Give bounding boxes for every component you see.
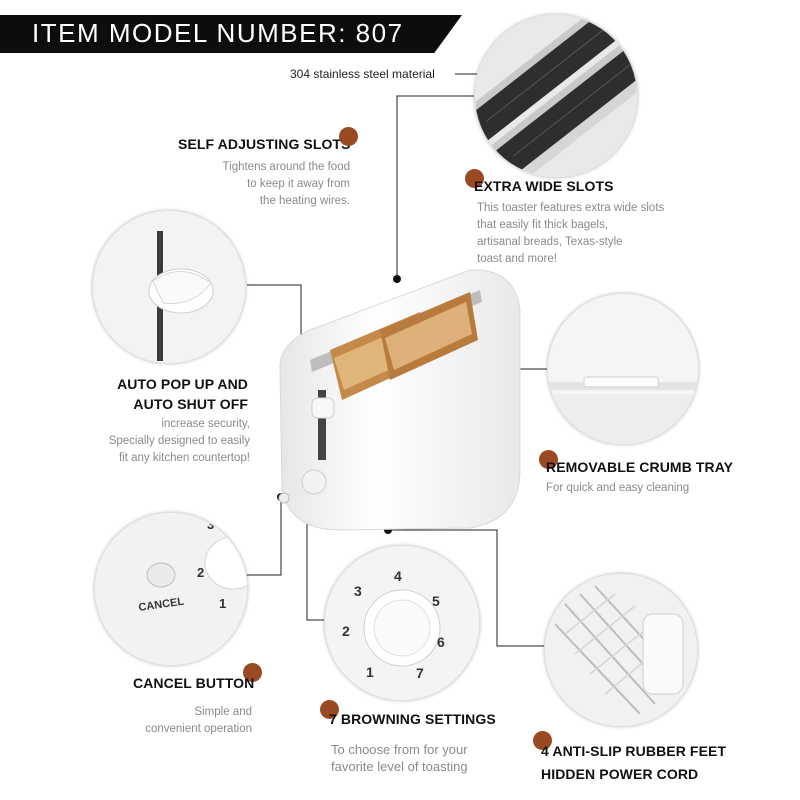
extra-wide-desc: This toaster features extra wide slots t… [477, 202, 665, 265]
feet-closeup-image [544, 573, 698, 727]
dial-number-6: 6 [437, 634, 445, 650]
browning-desc: To choose from for your favorite level o… [331, 742, 468, 774]
self-adjusting-desc: Tightens around the food to keep it away… [222, 161, 350, 207]
extra-wide-dot [465, 169, 484, 188]
dial-number-7: 7 [416, 665, 424, 681]
dial-number-5: 5 [432, 593, 440, 609]
dial-number-4: 4 [394, 568, 402, 584]
crumb-tray-closeup-image [547, 293, 699, 445]
auto-pop-desc: increase security, Specially designed to… [108, 418, 250, 464]
header-banner [0, 15, 462, 53]
browning-title: 7 BROWNING SETTINGS [329, 711, 496, 727]
feet-title: 4 ANTI-SLIP RUBBER FEET HIDDEN POWER COR… [541, 743, 727, 782]
model-number-title: ITEM MODEL NUMBER: 807 [32, 18, 404, 48]
browning-dot [320, 700, 339, 719]
dial-number-1: 1 [366, 664, 374, 680]
cancel-connector [246, 497, 282, 576]
crumb-tray-desc: For quick and easy cleaning [546, 482, 690, 494]
feet-dot [533, 731, 552, 750]
slot-marker [393, 275, 401, 283]
dial-closeup-image: 1 2 3 4 5 6 7 [324, 545, 480, 701]
steel-material-label: 304 stainless steel material [290, 67, 435, 81]
cancel-closeup-num-3: 3 [207, 517, 214, 532]
crumb-tray-title: REMOVABLE CRUMB TRAY [546, 459, 734, 475]
cancel-desc: Simple and convenient operation [145, 706, 252, 735]
toaster-image [270, 250, 530, 550]
crumb-tray-dot [539, 450, 558, 469]
auto-pop-title: AUTO POP UP AND AUTO SHUT OFF [117, 376, 248, 412]
cancel-closeup-image: CANCEL 1 2 3 [94, 512, 248, 666]
browning-connector [306, 500, 327, 621]
cancel-closeup-num-2: 2 [197, 565, 204, 580]
dial-number-2: 2 [342, 623, 350, 639]
slot-connector [396, 95, 495, 276]
feet-connector [388, 529, 545, 647]
cancel-title: CANCEL BUTTON [133, 675, 255, 691]
extra-wide-title: EXTRA WIDE SLOTS [474, 178, 614, 194]
self-adjusting-title: SELF ADJUSTING SLOTS [178, 136, 351, 152]
cancel-dot [243, 663, 262, 682]
dial-number-3: 3 [354, 583, 362, 599]
slots-closeup-image [474, 14, 638, 178]
lever-closeup-image [92, 210, 246, 364]
self-adjusting-dot [339, 127, 358, 146]
cancel-closeup-num-1: 1 [219, 596, 226, 611]
